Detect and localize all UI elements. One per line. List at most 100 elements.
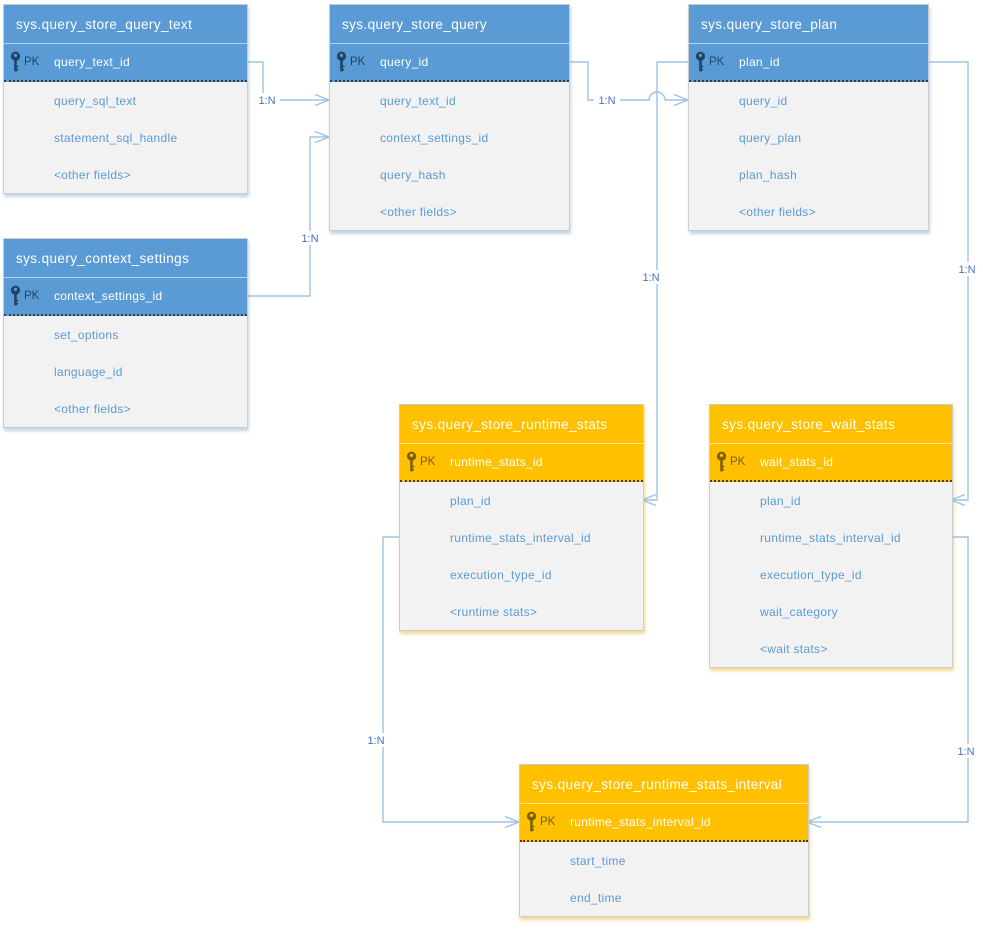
- connector-context-settings-to-query: 1:N: [246, 130, 331, 297]
- pk-label: PK: [24, 56, 40, 68]
- field-name: runtime_stats_interval_id: [760, 530, 901, 545]
- arrowhead-right-icon: [673, 93, 690, 107]
- cardinality-label-bg: [254, 93, 280, 107]
- field-name: plan_id: [760, 493, 801, 508]
- field-row: query_text_id: [330, 82, 569, 119]
- key-icon: [336, 51, 347, 72]
- field-row: end_time: [520, 879, 808, 916]
- pk-row: PK plan_id: [689, 44, 928, 82]
- field-row: plan_id: [400, 482, 643, 519]
- field-name: <other fields>: [54, 401, 131, 416]
- field-row: execution_type_id: [710, 556, 952, 593]
- field-row: <other fields>: [4, 156, 247, 193]
- key-icon: [526, 811, 537, 832]
- cardinality-label-bg: [363, 733, 389, 747]
- field-name: query_text_id: [380, 93, 456, 108]
- field-row: query_hash: [330, 156, 569, 193]
- arrowhead-right-icon: [314, 93, 331, 107]
- cardinality-label: 1:N: [642, 272, 659, 284]
- entity-title-bar: sys.query_store_query: [330, 5, 569, 44]
- field-name: end_time: [570, 890, 622, 905]
- arrowhead-right-icon: [314, 130, 331, 144]
- pk-label: PK: [709, 56, 725, 68]
- cardinality-label: 1:N: [957, 746, 974, 758]
- cardinality-label: 1:N: [958, 264, 975, 276]
- field-row: statement_sql_handle: [4, 119, 247, 156]
- entity-title: sys.query_store_wait_stats: [722, 416, 896, 432]
- field-name: statement_sql_handle: [54, 130, 178, 145]
- field-row: plan_hash: [689, 156, 928, 193]
- arrowhead-left-icon: [949, 493, 966, 507]
- field-row: <wait stats>: [710, 630, 952, 667]
- field-row: query_id: [689, 82, 928, 119]
- cardinality-label: 1:N: [301, 233, 318, 245]
- pk-field-name: wait_stats_id: [760, 455, 834, 469]
- pk-row: PK wait_stats_id: [710, 444, 952, 482]
- field-name: <wait stats>: [760, 641, 828, 656]
- pk-field-name: plan_id: [739, 55, 780, 69]
- pk-label: PK: [730, 456, 746, 468]
- field-row: <other fields>: [689, 193, 928, 230]
- field-name: query_hash: [380, 167, 446, 182]
- field-row: query_plan: [689, 119, 928, 156]
- field-name: <runtime stats>: [450, 604, 538, 619]
- field-name: start_time: [570, 853, 626, 868]
- key-icon: [10, 51, 21, 72]
- field-row: context_settings_id: [330, 119, 569, 156]
- arrowhead-right-icon: [504, 815, 521, 829]
- key-icon: [695, 51, 706, 72]
- pk-label: PK: [420, 456, 436, 468]
- cardinality-label-bg: [954, 262, 980, 276]
- field-row: <other fields>: [330, 193, 569, 230]
- field-name: execution_type_id: [760, 567, 862, 582]
- connector-query-to-plan: 1:N: [568, 61, 690, 107]
- cardinality-label: 1:N: [598, 95, 615, 107]
- connector-plan-to-runtime-stats: 1:N: [638, 61, 688, 507]
- field-name: language_id: [54, 364, 123, 379]
- entity-title: sys.query_store_runtime_stats: [412, 416, 608, 432]
- field-name: context_settings_id: [380, 130, 489, 145]
- field-row: <other fields>: [4, 390, 247, 427]
- pk-label: PK: [24, 290, 40, 302]
- field-row: runtime_stats_interval_id: [710, 519, 952, 556]
- field-row: wait_category: [710, 593, 952, 630]
- entity-title-bar: sys.query_store_wait_stats: [710, 405, 952, 444]
- field-name: execution_type_id: [450, 567, 552, 582]
- entity-title: sys.query_store_plan: [701, 16, 838, 32]
- field-row: set_options: [4, 316, 247, 353]
- field-row: plan_id: [710, 482, 952, 519]
- field-name: <other fields>: [54, 167, 131, 182]
- field-name: runtime_stats_interval_id: [450, 530, 591, 545]
- pk-row: PK runtime_stats_id: [400, 444, 643, 482]
- field-name: plan_id: [450, 493, 491, 508]
- entity-title-bar: sys.query_store_query_text: [4, 5, 247, 44]
- entity-title: sys.query_store_runtime_stats_interval: [532, 776, 783, 792]
- field-name: query_id: [739, 93, 788, 108]
- cardinality-label-bg: [953, 744, 979, 758]
- entity-title-bar: sys.query_store_plan: [689, 5, 928, 44]
- connector-query-text-to-query: 1:N: [246, 61, 331, 107]
- field-name: query_plan: [739, 130, 802, 145]
- field-name: <other fields>: [739, 204, 816, 219]
- key-icon: [716, 451, 727, 472]
- field-name: plan_hash: [739, 167, 798, 182]
- arrowhead-left-icon: [805, 815, 822, 829]
- key-icon: [10, 285, 21, 306]
- pk-field-name: query_id: [380, 55, 429, 69]
- pk-field-name: runtime_stats_id: [450, 455, 543, 469]
- pk-field-name: runtime_stats_interval_id: [570, 815, 711, 829]
- entity-title: sys.query_store_query_text: [16, 16, 193, 32]
- cardinality-label: 1:N: [258, 95, 275, 107]
